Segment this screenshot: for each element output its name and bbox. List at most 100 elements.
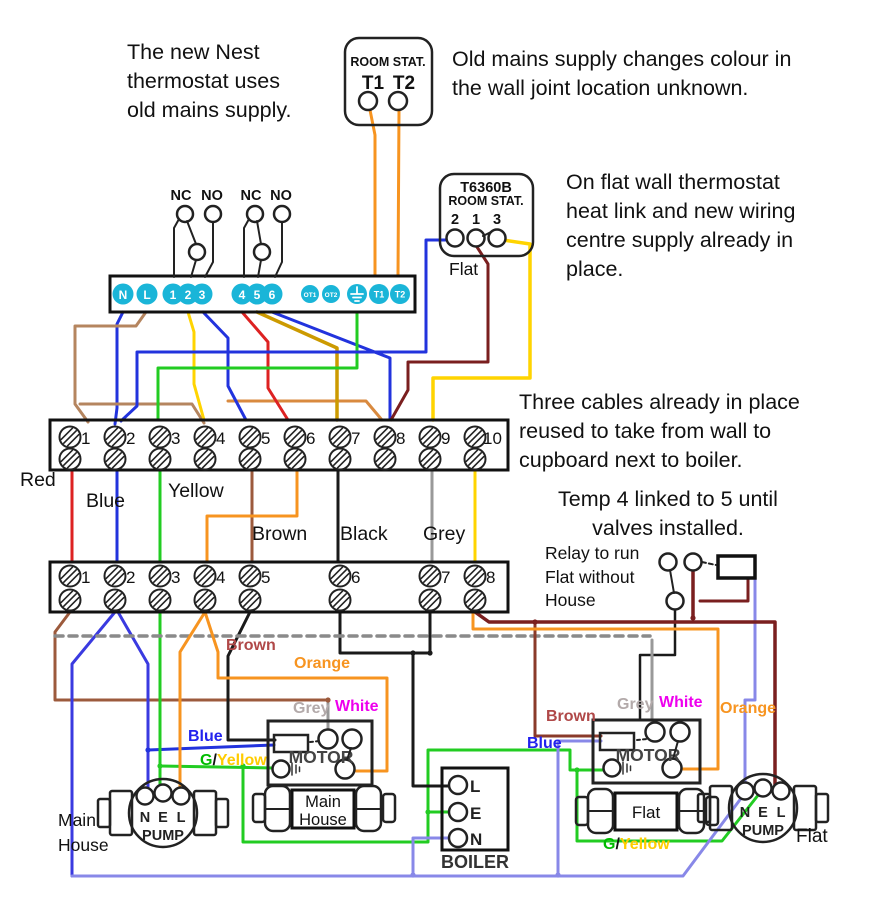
screw-hatch [201, 455, 215, 469]
screw-hatch [285, 449, 299, 463]
screw-hatch [465, 590, 479, 604]
boiler-box [440, 766, 510, 852]
sw2-pole-lead [257, 259, 262, 278]
no2-contact [272, 204, 292, 224]
svg-label: E [470, 804, 481, 823]
note-nest-thermostat: The new Nest thermostat uses old mains s… [127, 40, 292, 122]
cable-label-yellow: Yellow [168, 480, 224, 502]
screw-hatch [465, 427, 479, 441]
screw-hatch [377, 429, 393, 445]
screw-hatch [332, 451, 348, 467]
svg-label: 3 [199, 288, 206, 302]
screw-hatch [330, 427, 344, 441]
wire-yellow-flatstat3 [431, 238, 532, 422]
screw-hatch [201, 596, 215, 610]
screw-hatch [60, 590, 74, 604]
svg-label: N [119, 288, 128, 302]
wire-brown-motor1-feed [53, 610, 330, 702]
screw-hatch [107, 568, 123, 584]
screw-hatch [107, 429, 123, 445]
screw-hatch [381, 455, 395, 469]
screw-hatch [201, 572, 215, 586]
screw-hatch [246, 433, 260, 447]
gyellow-g: G [603, 836, 616, 853]
svg-label: 1 [472, 212, 480, 228]
motor1-coil [272, 733, 310, 754]
motor2-blade [672, 740, 679, 760]
screw-hatch [105, 566, 119, 580]
screw-hatch [152, 592, 168, 608]
screw-hatch [66, 433, 80, 447]
wire-label-orange-1: Orange [294, 655, 351, 672]
pump2-nub-right [814, 792, 830, 824]
junction-dot [574, 767, 580, 773]
screw-hatch [287, 429, 303, 445]
motor2-coil [598, 731, 636, 752]
screw-hatch [201, 433, 215, 447]
roomstat-term-t1 [357, 90, 379, 112]
junction-dot [410, 650, 416, 656]
gyellow-g: G [200, 752, 213, 769]
hl-term-t1 [369, 284, 389, 304]
motor1-term-switch [334, 758, 356, 780]
cable-label-black: Black [340, 523, 388, 545]
screw-hatch [107, 592, 123, 608]
pump1-nub-left [96, 797, 112, 829]
gyellow-yellow: Yellow [216, 752, 267, 769]
heatlink-strip [108, 274, 417, 314]
svg-label: NO [201, 188, 223, 204]
svg-label: 5 [261, 429, 270, 448]
svg-label: N [140, 810, 150, 826]
screw-hatch [426, 455, 440, 469]
screw-hatch [422, 568, 438, 584]
wire-violet-motor2-coil [556, 739, 603, 876]
svg-label: L [777, 805, 786, 821]
screw-hatch [62, 451, 78, 467]
svg-label: MOTOR [289, 747, 354, 767]
screw-hatch [62, 568, 78, 584]
svg-label: 5 [254, 288, 261, 302]
screw-hatch [242, 592, 258, 608]
screw-hatch [422, 592, 438, 608]
wire-orange-motor1 [203, 610, 389, 773]
motor1-term-grey [317, 728, 339, 750]
junction-dot [240, 763, 246, 769]
screw-hatch [197, 429, 213, 445]
svg-label: 1 [81, 568, 90, 587]
wire-violet-neutral-bus [70, 795, 744, 878]
wire-violet-boiler-n [411, 836, 452, 876]
svg-label: E [758, 805, 768, 821]
pump1-term-n [135, 786, 155, 806]
svg-label: NC [171, 188, 192, 204]
screw-hatch [246, 572, 260, 586]
terminal-block-1 [48, 418, 510, 472]
screw-hatch [60, 566, 74, 580]
svg-label: 8 [396, 429, 405, 448]
svg-label: MOTOR [616, 745, 681, 765]
screw-hatch [471, 596, 485, 610]
relay-pole [665, 591, 685, 611]
screw-hatch [426, 572, 440, 586]
wire-orange-pump1-l [178, 610, 207, 790]
boiler-term-l [447, 774, 469, 796]
pump1-body [127, 777, 199, 849]
hl-term-n [112, 283, 134, 305]
svg-label: 1 [81, 429, 90, 448]
screw-hatch [242, 429, 258, 445]
screw-hatch [332, 568, 348, 584]
screw-hatch [465, 449, 479, 463]
screw-hatch [291, 433, 305, 447]
wire-brown-live-branch [78, 402, 206, 425]
screw-hatch [467, 568, 483, 584]
screw-hatch [336, 455, 350, 469]
junction-dot [425, 809, 431, 815]
screw-hatch [111, 572, 125, 586]
sw2-pole [252, 242, 272, 262]
screw-hatch [105, 427, 119, 441]
screw-hatch [467, 429, 483, 445]
wire-label-blue-2: Blue [527, 735, 562, 752]
wire-label-grey-2: Grey [617, 696, 654, 713]
svg-label: 4 [216, 429, 225, 448]
gyellow-yellow: Yellow [619, 836, 670, 853]
